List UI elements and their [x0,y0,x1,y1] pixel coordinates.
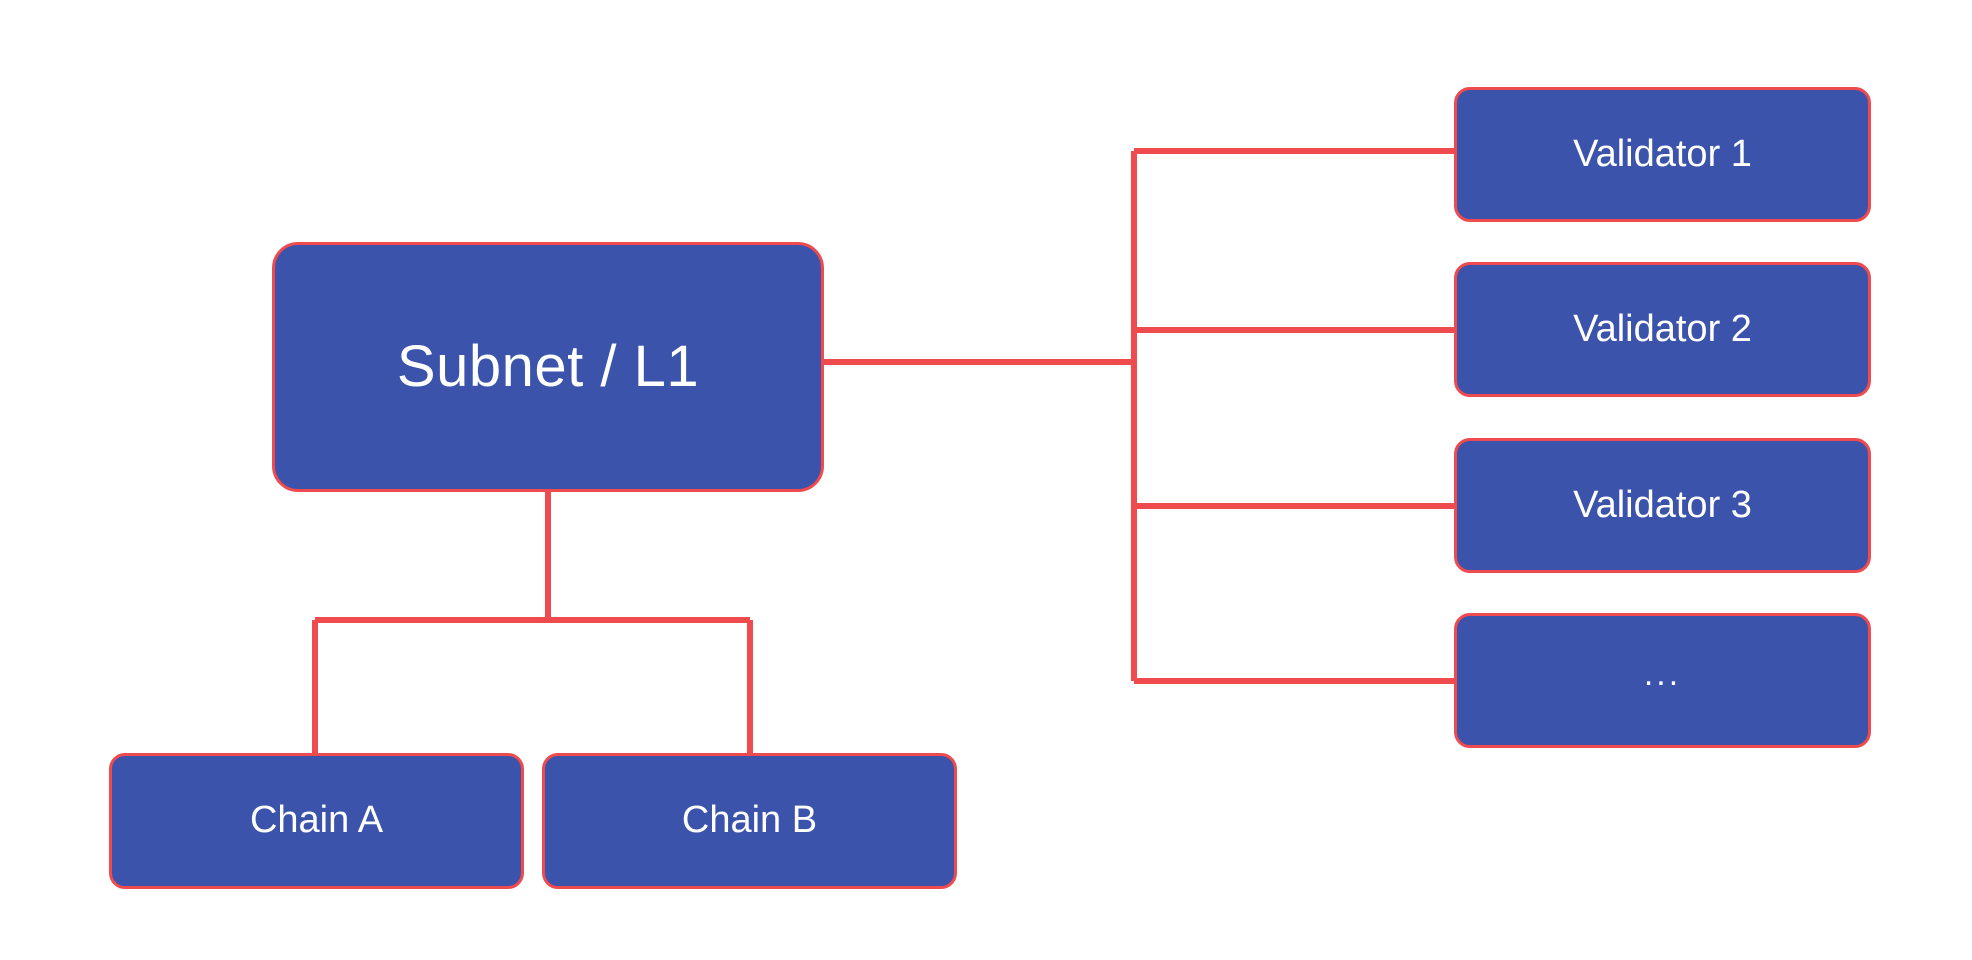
node-validator-more-label: ... [1643,654,1682,693]
node-validator-1-label: Validator 1 [1573,132,1752,175]
node-validator-3[interactable]: Validator 3 [1454,438,1871,573]
node-validator-1[interactable]: Validator 1 [1454,87,1871,222]
node-chain-b[interactable]: Chain B [542,753,957,889]
node-chain-b-label: Chain B [681,799,818,842]
node-chain-a[interactable]: Chain A [109,753,524,889]
node-subnet-l1[interactable]: Subnet / L1 [272,242,824,492]
node-validator-more[interactable]: ... [1454,613,1871,748]
node-validator-3-label: Validator 3 [1573,483,1752,526]
node-subnet-l1-label: Subnet / L1 [396,334,700,400]
node-validator-2-label: Validator 2 [1573,307,1752,350]
node-chain-a-label: Chain A [249,799,384,842]
node-validator-2[interactable]: Validator 2 [1454,262,1871,397]
